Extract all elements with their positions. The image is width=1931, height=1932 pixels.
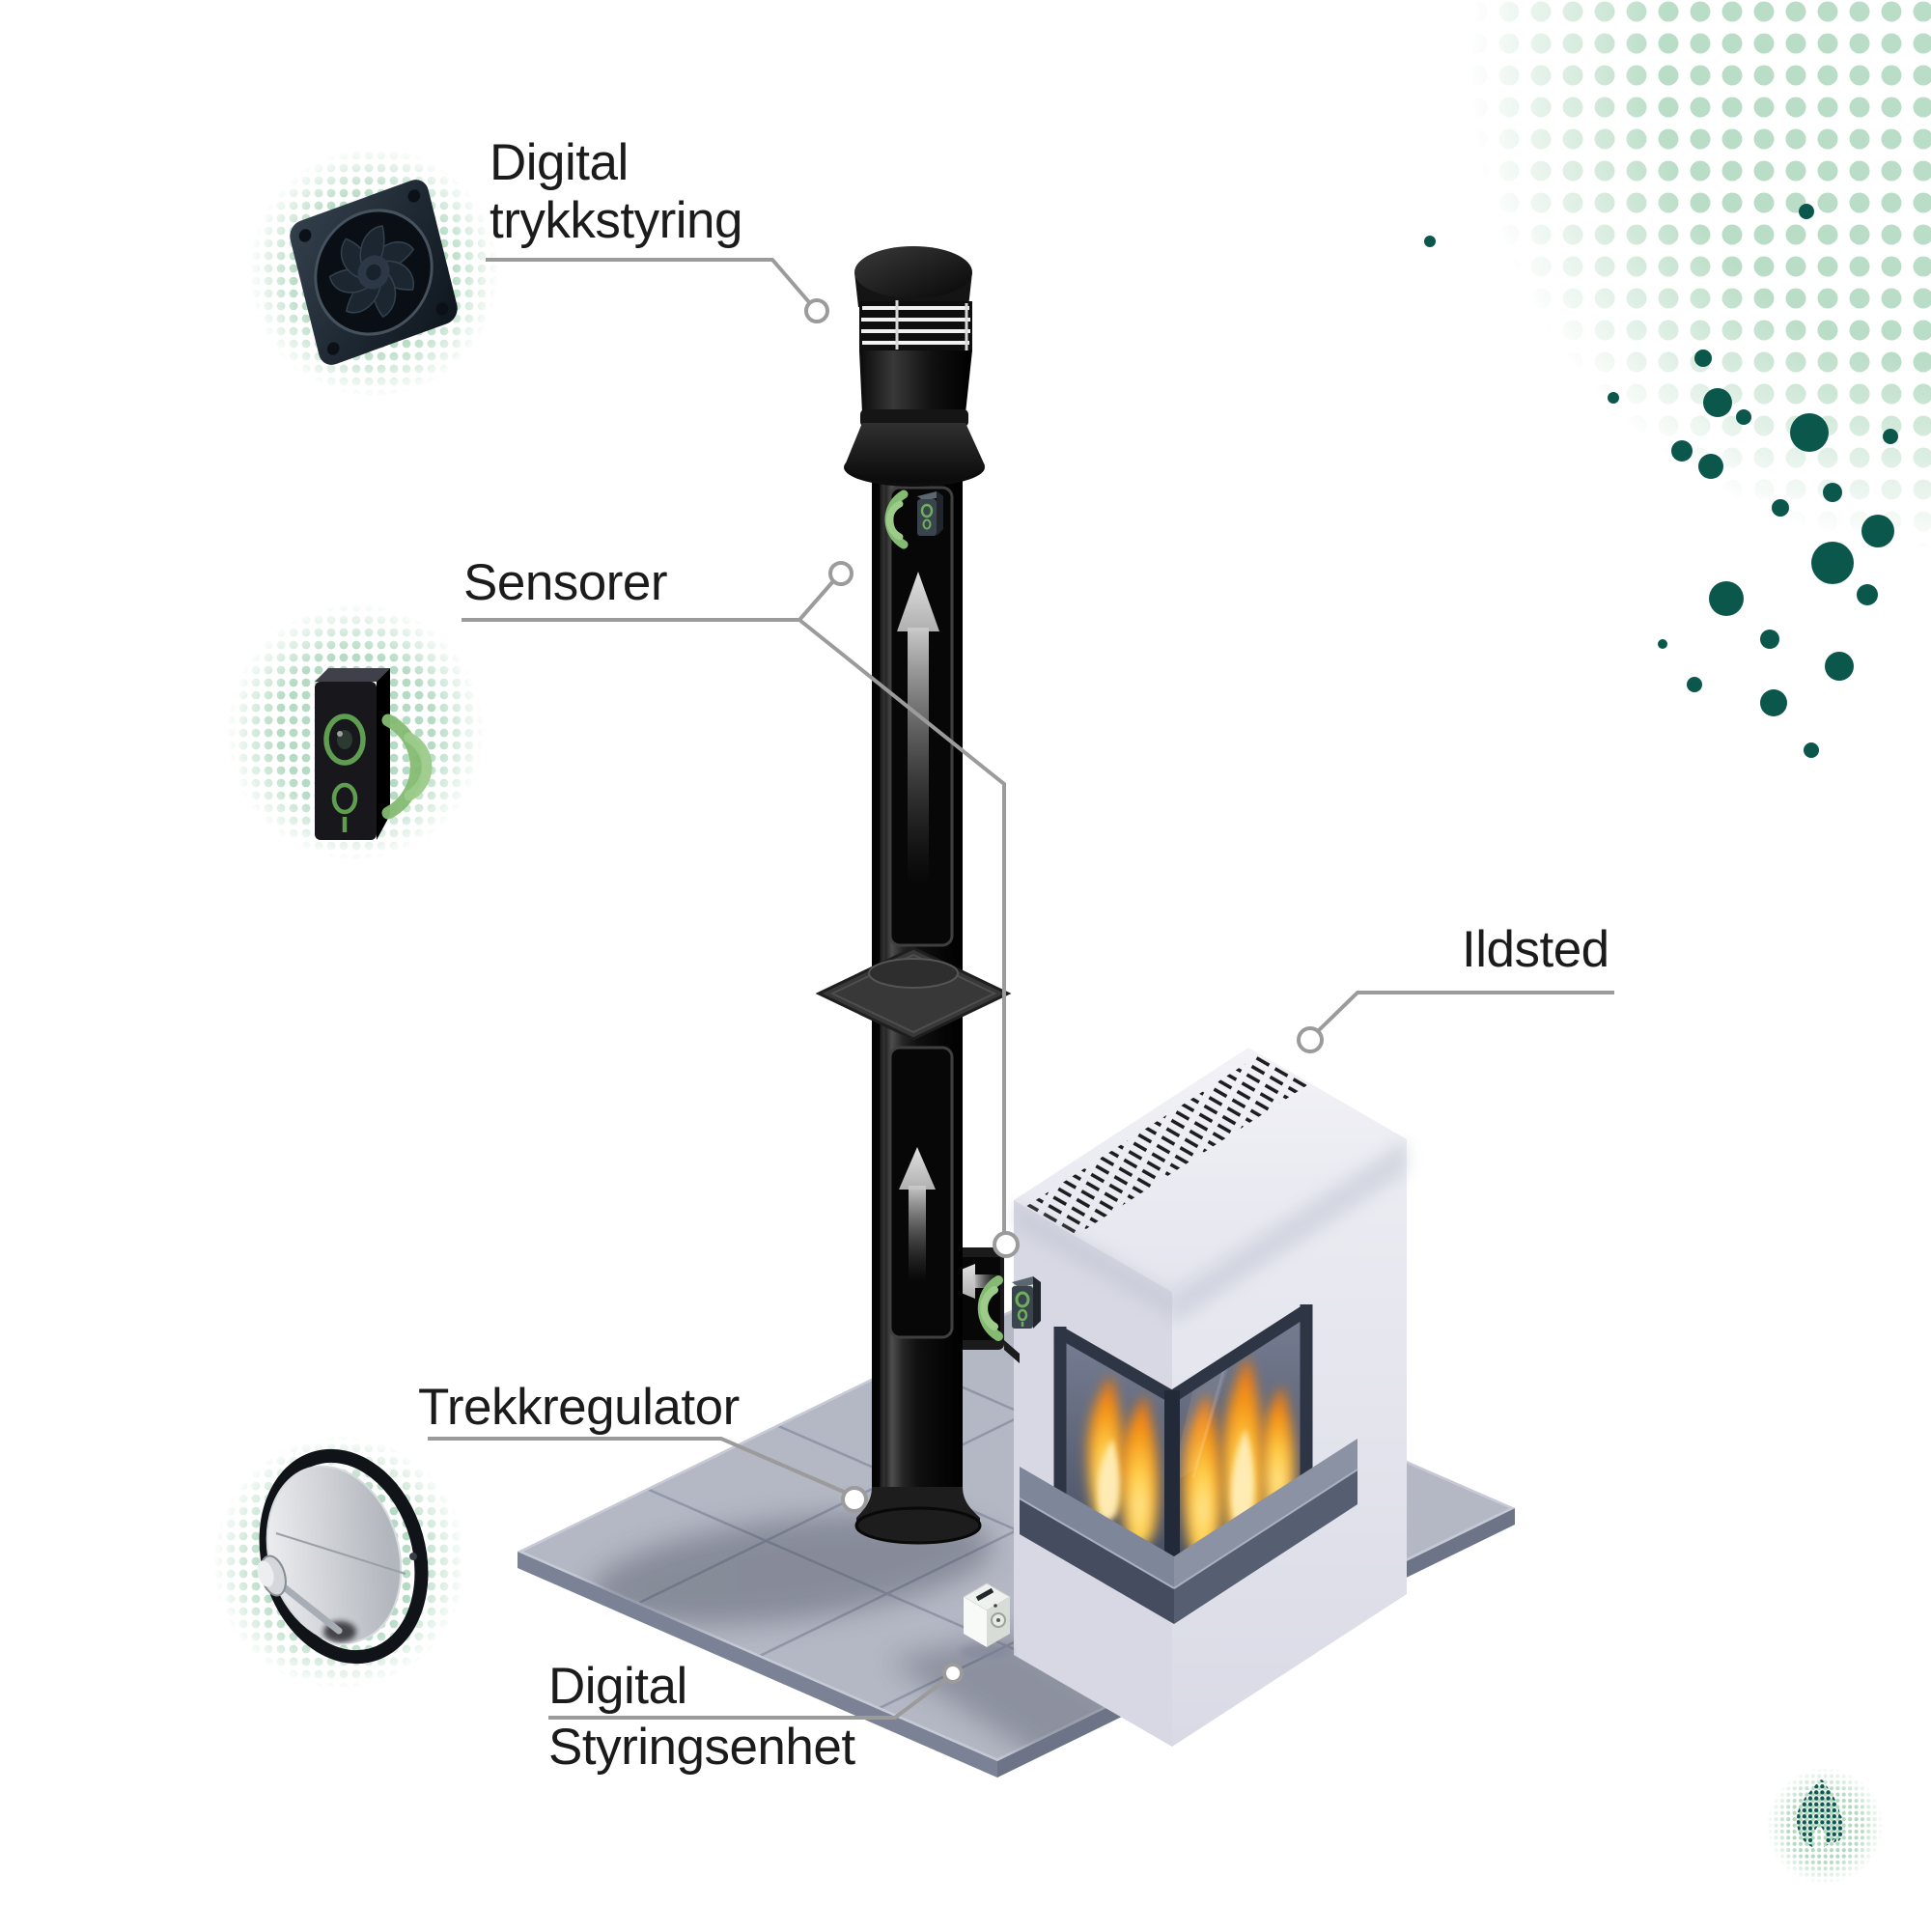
label-ildsted: Ildsted bbox=[1462, 919, 1609, 980]
leader-endpoint-pressure-control bbox=[804, 298, 829, 323]
label-line: Styringsenhet bbox=[548, 1719, 855, 1776]
label-sensorer: Sensorer bbox=[463, 552, 668, 613]
leader-fireplace bbox=[1317, 991, 1614, 1032]
control-unit-device bbox=[960, 1582, 1014, 1659]
dotted-flame-logo bbox=[1766, 1767, 1884, 1885]
cap-vent-slats bbox=[861, 306, 970, 345]
leader-control-unit bbox=[548, 1678, 947, 1720]
chimney bbox=[815, 246, 1012, 1545]
leader-endpoint-draft-regulator bbox=[841, 1486, 868, 1513]
leader-endpoint-sensor-upper bbox=[828, 561, 854, 586]
leader-pressure-control bbox=[486, 258, 811, 304]
fireplace-sensor bbox=[977, 1275, 1041, 1341]
leader-endpoint-sensor-lower bbox=[993, 1231, 1020, 1258]
leader-sensors-branch-down bbox=[798, 618, 1006, 1232]
draft-regulator-icon bbox=[212, 1435, 467, 1690]
label-line: Ildsted bbox=[1462, 921, 1609, 978]
label-line: Digital bbox=[490, 134, 629, 191]
fireplace-vent-slats bbox=[1025, 1054, 1310, 1236]
decor-teal-dots bbox=[1424, 204, 1898, 758]
logo-flame-icon bbox=[1797, 1779, 1845, 1848]
flow-arrow-up-2 bbox=[899, 1147, 936, 1190]
label-digital-styringsenhet: Digital Styringsenhet bbox=[548, 1656, 855, 1778]
flow-arrow-up-1 bbox=[897, 572, 939, 631]
chimney-sensor-upper bbox=[884, 490, 943, 549]
fireplace-top bbox=[1014, 1048, 1407, 1292]
label-line: Sensorer bbox=[463, 554, 668, 611]
leader-endpoint-fireplace bbox=[1297, 1026, 1324, 1053]
leader-sensors-branch-up bbox=[798, 579, 835, 622]
label-digital-trykkstyring: Digital trykkstyring bbox=[490, 134, 742, 250]
label-line: Trekkregulator bbox=[418, 1379, 740, 1436]
label-trekkregulator: Trekkregulator bbox=[418, 1377, 740, 1438]
label-line: trykkstyring bbox=[490, 192, 742, 249]
leader-lines bbox=[428, 258, 1614, 1720]
wireless-sensor-icon bbox=[226, 602, 485, 861]
leader-draft-regulator bbox=[428, 1437, 847, 1495]
fan-icon bbox=[248, 147, 499, 398]
decor-halftone-top-right bbox=[1424, 0, 1931, 758]
hearth-slab bbox=[1019, 1439, 1358, 1624]
fireplace bbox=[1014, 1048, 1407, 1747]
label-line: Digital bbox=[548, 1658, 687, 1715]
chimney-cap-fan bbox=[844, 246, 985, 487]
penetration-plate bbox=[815, 946, 1012, 1041]
chimney-base-collar bbox=[854, 1487, 982, 1545]
leader-endpoint-control-unit bbox=[942, 1663, 964, 1684]
